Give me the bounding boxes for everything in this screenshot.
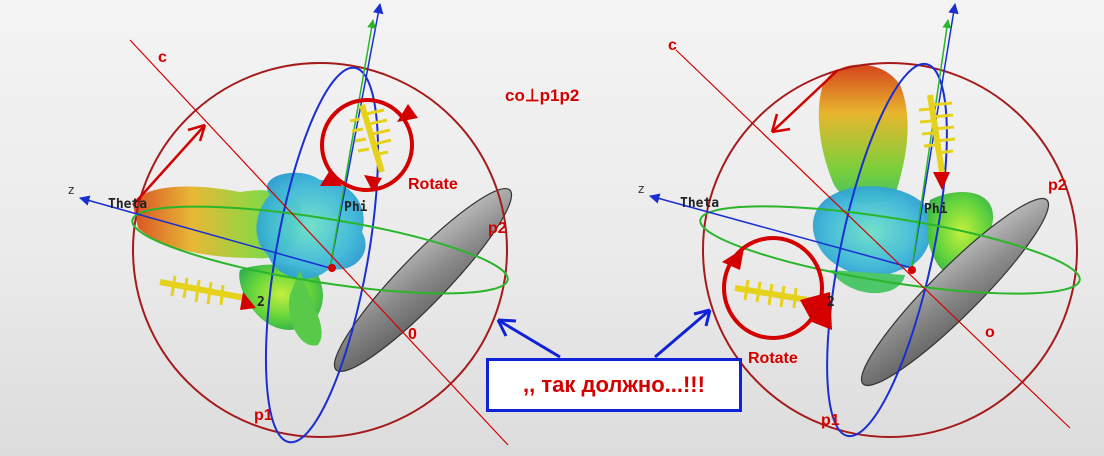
- right-label-c: c: [668, 37, 677, 54]
- left-label-p2: p2: [488, 220, 507, 237]
- left-rotate-arrow-bottom: [320, 170, 342, 186]
- right-equator-ellipse: [699, 205, 1081, 295]
- left-label-p1: p1: [254, 407, 273, 424]
- left-axis-z-label: z: [68, 183, 74, 197]
- right-label-o: o: [985, 324, 995, 341]
- callout-pointer-arrows: [496, 308, 712, 359]
- left-axis-z: [78, 195, 331, 269]
- left-dipole-horizontal: [159, 275, 256, 310]
- right-rotate-label: Rotate: [748, 350, 798, 367]
- left-dipole-vertical: [349, 104, 392, 192]
- right-arrow-normal: [771, 69, 839, 133]
- callout-arrow-right: [654, 308, 711, 359]
- right-axis-phi-label: Phi: [924, 202, 948, 217]
- left-meridian-ellipse: [264, 66, 380, 444]
- left-label-o: 0: [408, 326, 417, 343]
- left-disc-plane: [333, 187, 513, 373]
- right-rotate-arrow-right: [800, 292, 832, 330]
- right-meridian-ellipse: [826, 62, 948, 438]
- left-panel: c 0 p1 p2 Rotate z Theta Phi 2: [68, 2, 513, 446]
- right-line-co: [675, 49, 1071, 429]
- left-arrow-normal: [132, 124, 206, 206]
- right-axis-theta-label: Theta: [680, 196, 719, 211]
- left-label-c: c: [158, 49, 167, 66]
- right-rotate-arrow-left: [722, 248, 744, 270]
- left-axis-theta-label: Theta: [108, 197, 147, 212]
- callout-box: ,, так должно...!!!: [486, 358, 742, 412]
- left-line-co: [129, 39, 509, 446]
- formula-label: co⊥p1p2: [505, 86, 579, 105]
- left-center-point: [328, 264, 336, 272]
- right-label-p2: p2: [1048, 177, 1067, 194]
- left-sphere-outline: [132, 62, 508, 438]
- right-label-p1: p1: [821, 412, 840, 429]
- right-sphere-outline: [702, 62, 1078, 438]
- right-panel: c o p1 p2 Rotate z Theta Phi 2: [638, 2, 1081, 438]
- callout-text: ,, так должно...!!!: [523, 372, 705, 397]
- right-axis-z: [648, 193, 913, 269]
- right-radiation-pattern: [812, 64, 997, 294]
- left-rotate-arrow-top: [397, 104, 418, 122]
- left-axis-phi-label: Phi: [344, 200, 368, 215]
- left-rotate-label: Rotate: [408, 176, 458, 193]
- right-disc-plane: [860, 197, 1050, 387]
- left-equator-ellipse: [131, 205, 509, 295]
- left-axis-green: [329, 19, 377, 269]
- right-axis-z-label: z: [638, 182, 644, 196]
- left-rotate-circle: [320, 98, 414, 192]
- right-dipole-vertical: [918, 94, 956, 190]
- right-axis-2-label: 2: [827, 295, 835, 310]
- right-rotate-circle: [722, 236, 824, 340]
- right-center-point: [908, 266, 916, 274]
- left-axis-2-label: 2: [257, 295, 265, 310]
- callout-arrow-left: [497, 318, 561, 359]
- left-radiation-pattern: [133, 172, 366, 346]
